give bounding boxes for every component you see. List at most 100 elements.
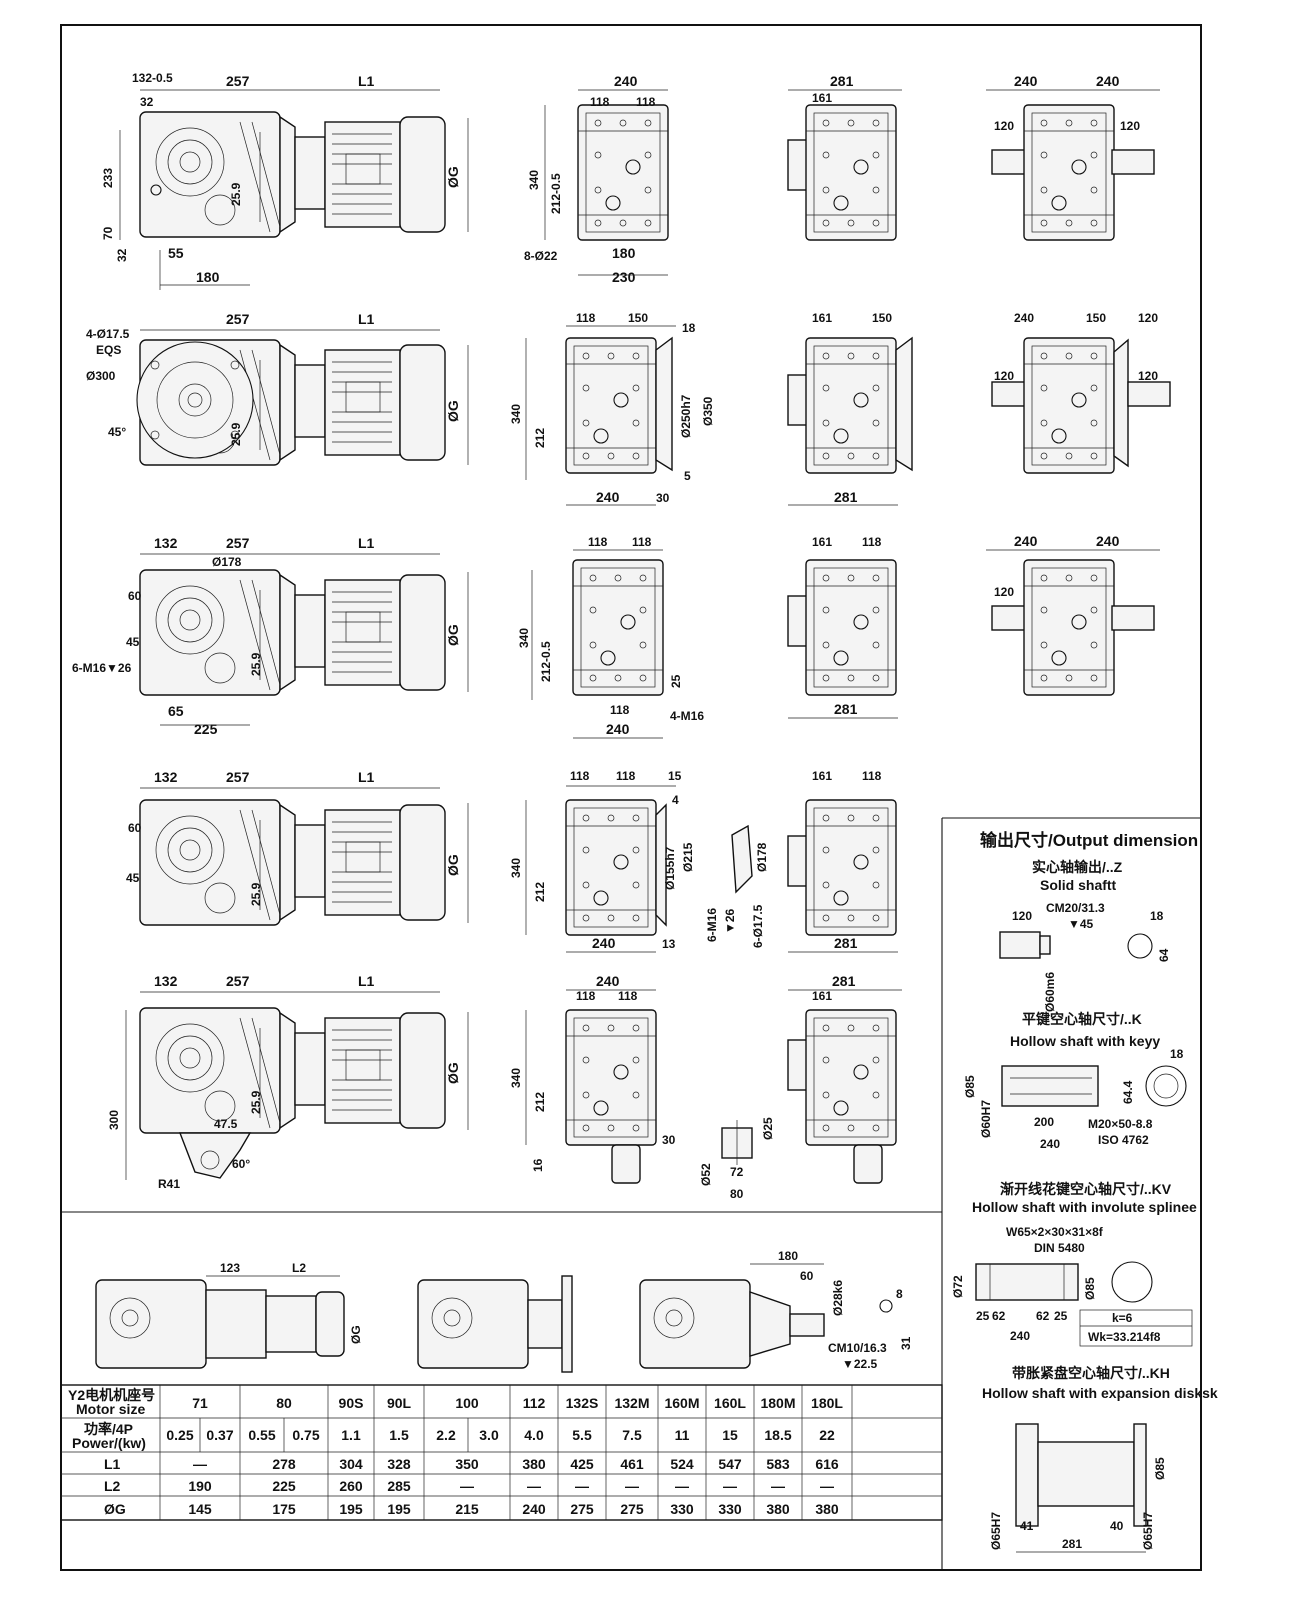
dim-text: Ø178: [755, 842, 769, 872]
dim-text: 65: [168, 703, 184, 719]
dim-text: 8: [896, 1287, 903, 1301]
dim-text: 257: [226, 535, 250, 551]
motor-size-table: Y2电机机座号 Motor size 功率/4P Power/(kw) L1 L…: [60, 1384, 943, 1521]
dim-text: 281: [834, 489, 858, 505]
dim-text: 70: [101, 226, 115, 240]
torque-arm: [178, 1132, 252, 1179]
dim-text: ▼45: [1068, 917, 1094, 931]
table-motor-size: 71: [192, 1395, 208, 1411]
table-power-value: 4.0: [524, 1427, 544, 1443]
table-power-label: Power/(kw): [72, 1435, 146, 1451]
output-flange: [1113, 338, 1129, 468]
table-motor-size: 90S: [339, 1395, 364, 1411]
dim-text: 161: [812, 535, 832, 549]
dim-text: 240: [614, 73, 638, 89]
table-cell: 275: [570, 1501, 594, 1517]
table-motor-size: 132S: [566, 1395, 599, 1411]
dim-text: 230: [612, 269, 636, 285]
dim-text: L1: [358, 973, 375, 989]
dim-text: 62: [992, 1309, 1006, 1323]
dim-text: 18: [1170, 1047, 1184, 1061]
dim-text: Ø350: [701, 396, 715, 426]
hollow-view-4: 161 118 281: [787, 769, 898, 953]
spline-spec-box: [1079, 1309, 1193, 1347]
dim-text: L1: [358, 311, 375, 327]
dim-text: 40: [1110, 1519, 1124, 1533]
dim-text: 45: [126, 635, 140, 649]
dim-text: 212-0.5: [549, 173, 563, 214]
table-cell: 304: [339, 1456, 363, 1472]
dim-text: 257: [226, 973, 250, 989]
table-power-value: 1.5: [389, 1427, 409, 1443]
dim-text: 300: [107, 1110, 121, 1130]
dim-text: 257: [226, 311, 250, 327]
dim-text: 132: [154, 769, 178, 785]
hollow-view-1: 281 161: [787, 73, 902, 241]
table-cell: —: [460, 1478, 474, 1494]
table-cell: 190: [188, 1478, 212, 1494]
hollow-view-3: 161 118 281: [787, 535, 898, 719]
dim-text: 118: [862, 769, 882, 783]
table-cell: —: [625, 1478, 639, 1494]
section-title-cn: 实心轴输出/..Z: [1032, 859, 1123, 875]
dim-text: 120: [1138, 311, 1158, 325]
dim-text: 31: [899, 1336, 913, 1350]
table-motor-size: 180M: [760, 1395, 795, 1411]
table-header-label: Y2电机机座号: [68, 1387, 155, 1403]
table-cell: 225: [272, 1478, 296, 1494]
dim-text: 118: [576, 311, 596, 325]
dim-text: Ø60m6: [1043, 972, 1057, 1012]
table-cell: 275: [620, 1501, 644, 1517]
dim-text: ▼26: [723, 908, 737, 934]
dim-text: 120: [1012, 909, 1032, 923]
main-view-2: 4-Ø17.5 EQS 257 L1 Ø300 45° 25.9 ØG: [86, 311, 469, 466]
side-view-3: 118 118 340 212-0.5 25 118 240 4-M16: [517, 535, 704, 739]
table-cell: 260: [339, 1478, 363, 1494]
dim-text: Ø60H7: [979, 1100, 993, 1138]
table-cell: 285: [387, 1478, 411, 1494]
dim-text: ØG: [445, 1062, 461, 1084]
flange-circle: [136, 341, 254, 459]
dim-text: 180: [612, 245, 636, 261]
dim-text: 150: [872, 311, 892, 325]
dim-text: 64: [1157, 948, 1171, 962]
sheet-border: [60, 24, 1202, 1571]
dim-text: 340: [517, 628, 531, 648]
shaft-left: [991, 381, 1027, 407]
dim-text: Ø72: [951, 1275, 965, 1298]
main-view-4: 132 257 L1 60 45 25.9 ØG: [126, 769, 469, 926]
table-cell: 240: [522, 1501, 546, 1517]
dim-text: 150: [628, 311, 648, 325]
dim-text: ØG: [445, 624, 461, 646]
table-motor-size: 180L: [811, 1395, 843, 1411]
dim-text: Wk=33.214f8: [1088, 1330, 1161, 1344]
dim-text: Ø25: [761, 1117, 775, 1140]
dim-text: 281: [834, 935, 858, 951]
main-view-5: 132 257 L1 300 47.5 60° R41 25.9 ØG: [107, 973, 469, 1191]
table-cell: 278: [272, 1456, 296, 1472]
side-view-5: 240 118 118 340 212 30 16: [509, 973, 676, 1184]
table-power-value: 22: [819, 1427, 835, 1443]
dim-text: 6-M16: [705, 908, 719, 942]
dim-text: Ø215: [681, 842, 695, 872]
dim-text: 240: [592, 935, 616, 951]
dim-text: 132: [154, 535, 178, 551]
dim-text: ISO 4762: [1098, 1133, 1149, 1147]
dim-text: 15: [668, 769, 682, 783]
dim-text: 25: [669, 674, 683, 688]
shaft-left: [991, 605, 1027, 631]
dim-text: L2: [292, 1261, 306, 1275]
table-power-value: 0.25: [166, 1427, 193, 1443]
dim-text: Ø178: [212, 555, 242, 569]
hollow-view-5: 281 161: [787, 973, 902, 1184]
dim-text: 118: [610, 703, 630, 717]
dim-text: 118: [616, 769, 636, 783]
dim-text: W65×2×30×31×8f: [1006, 1225, 1104, 1239]
table-motor-size: 132M: [614, 1395, 649, 1411]
dim-text: 60: [128, 589, 142, 603]
dim-text: 118: [570, 769, 590, 783]
shaft-right: [1111, 149, 1155, 175]
table-cell: 547: [718, 1456, 742, 1472]
dim-text: 120: [994, 369, 1014, 383]
